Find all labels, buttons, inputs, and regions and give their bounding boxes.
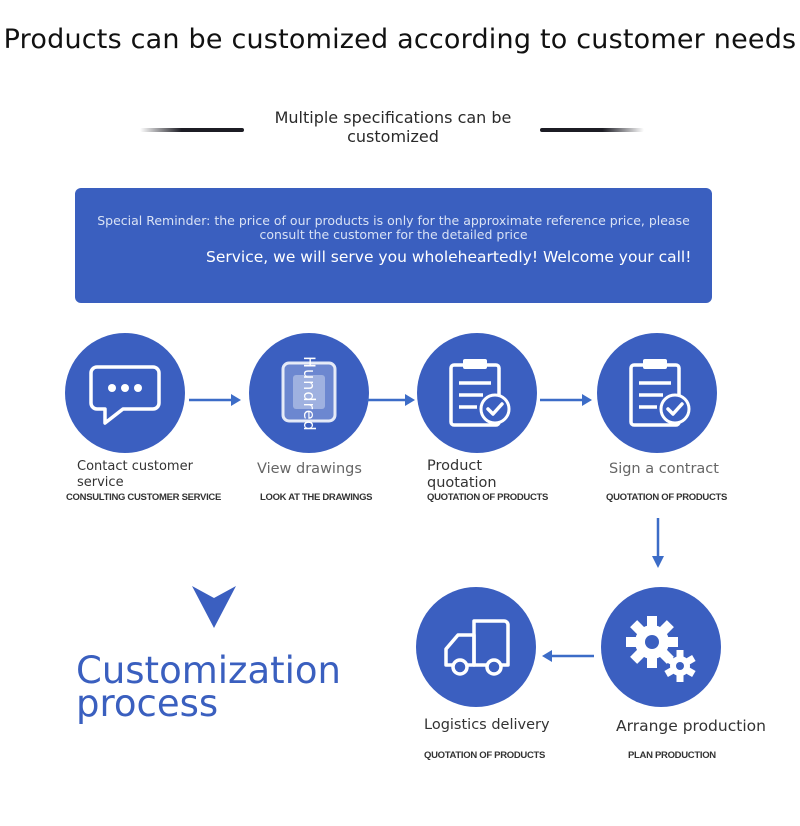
step-caps: CONSULTING CUSTOMER SERVICE: [66, 492, 222, 503]
step-label: Arrange production: [616, 717, 766, 735]
overlay-text: Hundred: [300, 356, 319, 432]
arrow-right-icon: [540, 394, 592, 406]
chevron-down-icon: [192, 586, 236, 628]
arrow-right-icon: [189, 394, 241, 406]
drawing-frame-icon: [281, 361, 337, 423]
subtitle: Multiple specifications can be customize…: [274, 108, 512, 146]
service-text: Service, we will serve you wholeheartedl…: [206, 248, 692, 266]
step-caps: PLAN PRODUCTION: [628, 750, 716, 761]
process-title-line2: process: [76, 682, 219, 725]
step-contact-circle: [65, 333, 185, 453]
arrow-down-icon: [652, 518, 664, 568]
clipboard-check-icon: [629, 359, 691, 427]
step-production-circle: [601, 587, 721, 707]
step-quotation-circle: [417, 333, 537, 453]
step-label: Logistics delivery: [424, 717, 550, 733]
step-logistics-circle: [416, 587, 536, 707]
chat-bubble-icon: [89, 365, 161, 425]
page-title: Products can be customized according to …: [3, 24, 797, 55]
step-label: View drawings: [257, 461, 362, 477]
step-label: Product quotation: [427, 458, 497, 491]
clipboard-check-icon: [449, 359, 511, 427]
step-label: Sign a contract: [609, 461, 719, 477]
arrow-right-icon: [367, 394, 415, 406]
step-caps: QUOTATION OF PRODUCTS: [427, 492, 549, 503]
step-drawings-circle: [249, 333, 369, 453]
step-contract-circle: [597, 333, 717, 453]
step-caps: QUOTATION OF PRODUCTS: [424, 750, 546, 761]
reminder-text: Special Reminder: the price of our produ…: [97, 213, 690, 242]
truck-icon: [444, 619, 510, 676]
reminder-banner: [75, 188, 712, 303]
decorative-line-left: [140, 128, 244, 132]
process-title: Customization process: [76, 649, 341, 725]
process-title-line1: Customization: [76, 649, 341, 692]
arrow-left-icon: [542, 650, 594, 662]
decorative-line-right: [540, 128, 644, 132]
step-caps: LOOK AT THE DRAWINGS: [260, 492, 373, 503]
step-label: Contact customer service: [77, 459, 193, 490]
step-caps: QUOTATION OF PRODUCTS: [606, 492, 728, 503]
gears-icon: [626, 616, 696, 682]
